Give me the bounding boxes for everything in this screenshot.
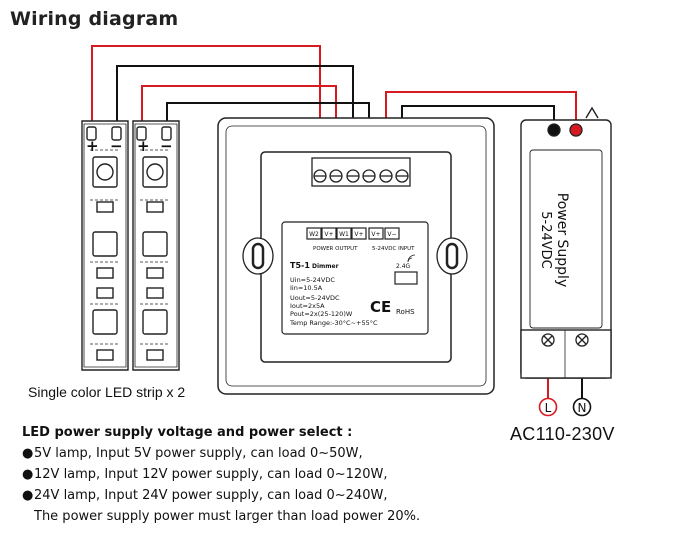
notes-bullet-text: 24V lamp, Input 24V power supply, can lo… <box>34 488 388 503</box>
notes-footer: The power supply power must larger than … <box>34 509 421 524</box>
ac-voltage-label: AC110-230V <box>510 424 615 444</box>
power-supply-body <box>520 106 612 379</box>
notes-bullet-text: 5V lamp, Input 5V power supply, can load… <box>34 446 363 461</box>
strip2-minus-label: − <box>160 137 173 155</box>
model-sub-label: Dimmer <box>312 263 339 270</box>
model-label: T5-1 <box>290 261 310 270</box>
dimmer-label-plate <box>281 221 429 335</box>
terminal-label-v2: V+ <box>354 231 363 238</box>
terminal-label-vin-neg: V− <box>387 231 396 238</box>
ac-neutral-marker <box>572 397 592 417</box>
notes-bullet: ●5V lamp, Input 5V power supply, can loa… <box>22 443 492 464</box>
supply-selection-notes: LED power supply voltage and power selec… <box>22 425 492 527</box>
led-strip-2 <box>132 120 180 371</box>
strip-caption: Single color LED strip x 2 <box>28 384 186 400</box>
ac-live-marker <box>538 397 558 417</box>
dimmer-mount-holes <box>242 237 468 275</box>
psu-label-line2: 5-24VDC <box>538 211 553 268</box>
ac-live-label: L <box>545 401 552 415</box>
terminal-label-v1: V+ <box>324 231 333 238</box>
uout-spec: Uout=5-24VDC <box>290 294 340 302</box>
notes-heading: LED power supply voltage and power selec… <box>22 425 353 440</box>
power-supply-terminals <box>541 123 589 347</box>
bullet-dot: ● <box>22 488 34 503</box>
ac-neutral-label: N <box>578 401 587 415</box>
psu-positive-terminal <box>569 123 583 137</box>
uin-spec: Uin=5-24VDC <box>290 276 335 284</box>
terminal-label-w1: W1 <box>339 231 349 238</box>
dimmer-terminal-block <box>311 157 411 187</box>
iout-spec: Iout=2x5A <box>290 302 325 310</box>
terminal-label-w2: W2 <box>309 231 319 238</box>
notes-bullet-text: 12V lamp, Input 12V power supply, can lo… <box>34 467 388 482</box>
iin-spec: Iin=10.5A <box>290 284 323 292</box>
pout-spec: Pout=2x(25-120)W <box>290 310 353 318</box>
wireless-icon <box>407 254 416 263</box>
psu-label-line1: Power Supply <box>554 193 570 288</box>
rf-label: 2.4G <box>396 263 411 270</box>
terminal-label-vin-pos: V+ <box>371 231 380 238</box>
ce-mark: CE <box>370 298 391 316</box>
notes-bullet: ●24V lamp, Input 24V power supply, can l… <box>22 485 492 506</box>
temp-spec: Temp Range:-30°C~+55°C <box>289 319 378 327</box>
dimmer-terminal-labels: W2 V+ W1 V+ V+ V− <box>309 231 396 238</box>
led-strip-1 <box>81 120 129 371</box>
wire-strip1-positive <box>91 45 321 172</box>
ac-markers: L N <box>538 397 592 417</box>
notes-bullet: ●12V lamp, Input 12V power supply, can l… <box>22 464 492 485</box>
strip1-minus-label: − <box>110 137 123 155</box>
bullet-dot: ● <box>22 446 34 461</box>
strip1-plus-label: + <box>86 137 99 155</box>
dimmer-specs: POWER OUTPUT 5-24VDC INPUT T5-1 Dimmer U… <box>289 246 415 327</box>
psu-negative-terminal <box>547 123 561 137</box>
input-label: 5-24VDC INPUT <box>372 246 415 252</box>
bullet-dot: ● <box>22 467 34 482</box>
rohs-mark: RoHS <box>396 308 415 316</box>
strip2-plus-label: + <box>137 137 150 155</box>
output-label: POWER OUTPUT <box>313 246 358 252</box>
diagram-title: Wiring diagram <box>10 8 179 30</box>
